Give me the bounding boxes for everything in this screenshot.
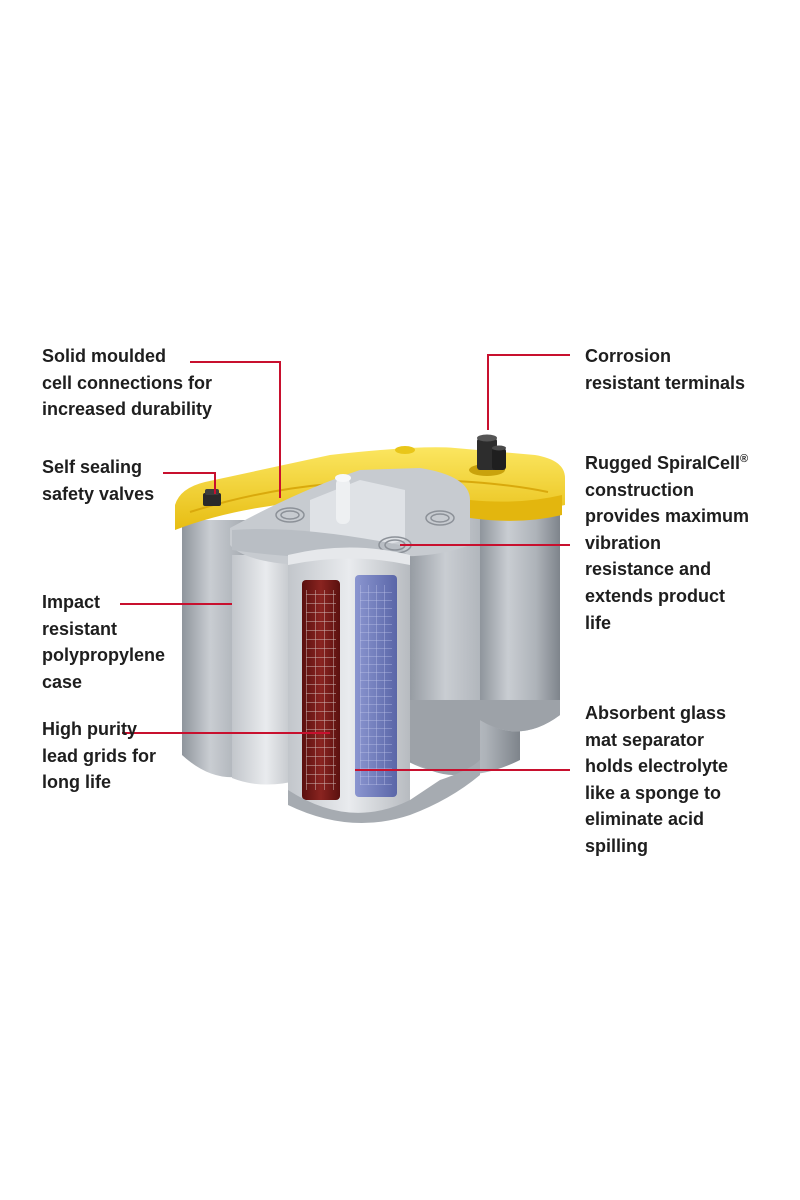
registered-mark: ® xyxy=(740,453,749,465)
front-cell-cutaway xyxy=(288,547,480,823)
callout-line: life xyxy=(585,612,612,633)
callout-line: vibration xyxy=(585,532,662,553)
callout-line: long life xyxy=(42,772,111,793)
callout-line: cell connections for xyxy=(42,372,213,393)
cell-connections-structure xyxy=(230,468,470,565)
callout-line: resistance and xyxy=(585,559,712,580)
safety-valve-icon xyxy=(203,489,221,506)
callout-line: case xyxy=(42,671,83,692)
callout-line: Absorbent glass xyxy=(585,703,727,723)
callout-case: Impact resistant polypropylene case xyxy=(42,589,165,695)
callout-line: resistant xyxy=(42,618,118,639)
callout-agm-separator: Absorbent glass mat separator holds elec… xyxy=(585,700,728,860)
leader-line-cell-connections xyxy=(190,361,281,498)
callout-line: spilling xyxy=(585,835,648,856)
callout-line: Solid moulded xyxy=(42,346,166,366)
callout-spiralcell: Rugged SpiralCell® construction provides… xyxy=(585,450,749,636)
terminal-posts-icon xyxy=(395,434,506,476)
polypropylene-case xyxy=(182,520,300,785)
callout-line: resistant terminals xyxy=(585,372,746,393)
callout-line: High purity xyxy=(42,719,137,739)
leader-line-safety-valves xyxy=(163,472,216,494)
callout-safety-valves: Self sealing safety valves xyxy=(42,454,154,507)
callout-line: lead grids for xyxy=(42,745,157,766)
rear-cell-housing xyxy=(405,480,560,775)
callout-cell-connections: Solid moulded cell connections for incre… xyxy=(42,343,212,423)
callout-line: Impact xyxy=(42,592,101,612)
callout-line: holds electrolyte xyxy=(585,756,729,777)
callout-line: polypropylene xyxy=(42,645,166,666)
callout-line: Self sealing xyxy=(42,457,143,477)
callout-line: increased durability xyxy=(42,399,213,420)
callout-line: safety valves xyxy=(42,483,155,504)
callout-lead-grids: High purity lead grids for long life xyxy=(42,716,156,796)
callout-line: Corrosion xyxy=(585,346,672,366)
leader-line-terminals xyxy=(487,354,570,430)
callout-line: Rugged SpiralCell® xyxy=(585,450,749,477)
callout-line: construction xyxy=(585,479,695,500)
callout-line: extends product xyxy=(585,585,726,606)
spiralcell-name: Rugged SpiralCell xyxy=(585,453,741,473)
callout-line: like a sponge to xyxy=(585,782,722,803)
leader-lines xyxy=(120,354,570,771)
callout-line: mat separator xyxy=(585,729,705,750)
callout-line: eliminate acid xyxy=(585,809,705,830)
callout-terminals: Corrosion resistant terminals xyxy=(585,343,745,396)
callout-line: provides maximum xyxy=(585,506,750,527)
